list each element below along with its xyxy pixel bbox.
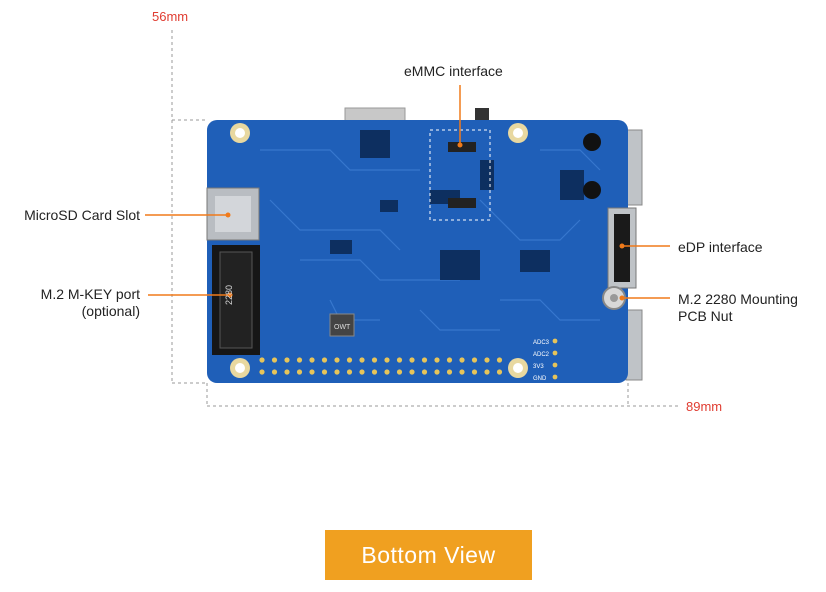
gpio-label: ADC3: [533, 340, 550, 346]
m2-callout: M.2 M-KEY port (optional): [10, 286, 140, 320]
chip-marking: OWT: [334, 324, 351, 331]
pcb-board: [207, 120, 628, 383]
gpio-label-pin: [552, 338, 558, 344]
gpio-pin: [334, 369, 340, 375]
pcb-nut-callout: M.2 2280 Mounting PCB Nut: [678, 291, 798, 325]
pcb-nut-callout-line2: PCB Nut: [678, 308, 733, 324]
pcb-nut-callout-line1: M.2 2280 Mounting: [678, 291, 798, 307]
gpio-pin: [359, 369, 365, 375]
side-port-2: [625, 309, 643, 381]
gpio-pin: [384, 357, 390, 363]
m2-callout-line1: M.2 M-KEY port: [40, 286, 140, 302]
gpio-pin: [384, 369, 390, 375]
gpio-pin: [459, 369, 465, 375]
microsd-callout: MicroSD Card Slot: [24, 207, 140, 223]
leader-dots: [225, 142, 625, 301]
emmc-callout: eMMC interface: [404, 63, 503, 79]
gpio-pin: [396, 369, 403, 375]
gpio-pin: [259, 357, 265, 363]
gpio-pin: [496, 369, 503, 375]
gpio-pin: [296, 357, 303, 363]
gpio-header: [259, 357, 503, 375]
gpio-pin: [259, 369, 265, 375]
gpio-label-pin: [552, 374, 558, 380]
gpio-pin: [471, 357, 478, 363]
leader-lines: [145, 85, 670, 299]
gpio-pin: [309, 369, 315, 375]
gpio-pin: [296, 369, 303, 375]
width-dimension-label: 89mm: [686, 399, 723, 414]
gpio-pin: [409, 369, 415, 375]
emmc-connector-2: [448, 198, 476, 208]
gpio-pin: [321, 369, 328, 375]
gpio-pin: [334, 357, 340, 363]
edp-callout: eDP interface: [678, 239, 763, 255]
audio-jack-top: [475, 108, 489, 122]
gpio-pin: [371, 369, 378, 375]
dimension-lines: [171, 30, 680, 407]
usb-connector-top: [344, 107, 406, 123]
gpio-pin: [396, 357, 403, 363]
gpio-pin: [471, 369, 478, 375]
gpio-label: GND: [533, 376, 547, 382]
gpio-label-pin: [552, 350, 558, 356]
gpio-pin: [459, 357, 465, 363]
gpio-pin: [446, 369, 453, 375]
gpio-label: ADC2: [533, 352, 550, 358]
owt-chip: [329, 313, 355, 337]
gpio-pin: [484, 369, 490, 375]
emmc-connector-1: [448, 142, 476, 152]
gpio-pin: [484, 357, 490, 363]
gpio-pin: [409, 357, 415, 363]
gpio-pin: [496, 357, 503, 363]
gpio-pin: [284, 357, 290, 363]
gpio-pin: [434, 369, 440, 375]
gpio-pin: [346, 369, 353, 375]
side-port-1: [625, 129, 643, 206]
gpio-pin: [446, 357, 453, 363]
m2-slot-marking: 2280: [224, 285, 234, 305]
gpio-pin: [434, 357, 440, 363]
gpio-pin: [421, 357, 428, 363]
mounting-holes: [230, 123, 528, 378]
height-dimension-label: 56mm: [152, 9, 189, 24]
gpio-label-pin: [552, 362, 558, 368]
gpio-pin: [271, 357, 278, 363]
gpio-pin: [284, 369, 290, 375]
bottom-view-banner: Bottom View: [325, 530, 532, 580]
black-component-1: [583, 133, 601, 151]
gpio-pin: [421, 369, 428, 375]
gpio-pin: [371, 357, 378, 363]
gpio-label: 3V3: [533, 364, 544, 370]
black-component-2: [583, 181, 601, 199]
gpio-pin: [359, 357, 365, 363]
m2-callout-line2: (optional): [81, 303, 140, 319]
gpio-pin: [271, 369, 278, 375]
gpio-pin: [309, 357, 315, 363]
pcb-components: [330, 130, 584, 280]
gpio-pin: [346, 357, 353, 363]
gpio-pin: [321, 357, 328, 363]
